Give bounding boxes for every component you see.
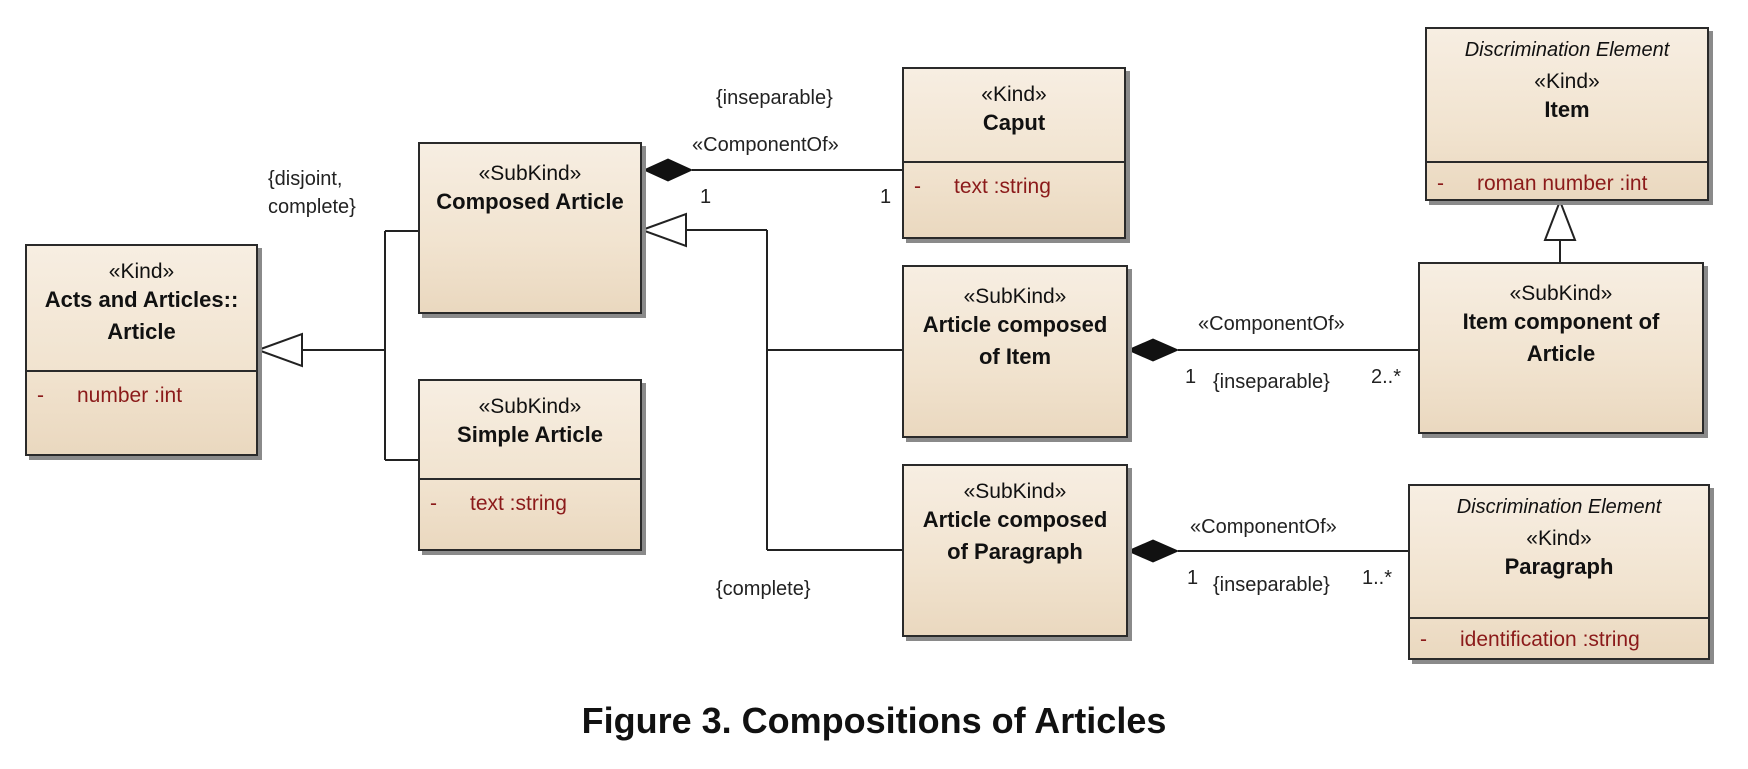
label-inseparable-item: {inseparable} bbox=[1213, 371, 1330, 393]
composition-diamond-caput bbox=[642, 158, 694, 182]
article-item-name-line2: of Item bbox=[978, 344, 1052, 369]
article-paragraph-name-line2: of Paragraph bbox=[947, 539, 1083, 564]
item-attr: roman number :int bbox=[1477, 172, 1648, 195]
class-article-composed-of-item[interactable]: «SubKind» Article composed of Item bbox=[902, 265, 1128, 438]
label-disjoint-line1: {disjoint, bbox=[268, 168, 343, 190]
simple-article-stereotype: «SubKind» bbox=[478, 395, 582, 418]
simple-article-attr: text :string bbox=[470, 492, 567, 515]
label-mult-paragraph-part: 1..* bbox=[1362, 567, 1393, 589]
label-mult-composed: 1 bbox=[700, 186, 712, 208]
paragraph-discrimination-label: Discrimination Element bbox=[1456, 496, 1662, 518]
article-paragraph-name-line1: Article composed bbox=[922, 507, 1108, 532]
item-component-name-line2: Article bbox=[1526, 341, 1596, 366]
figure-caption: Figure 3. Compositions of Articles bbox=[581, 700, 1167, 741]
label-inseparable-caput: {inseparable} bbox=[716, 87, 833, 109]
item-stereotype: «Kind» bbox=[1534, 70, 1600, 93]
article-name-line1: Acts and Articles:: bbox=[44, 287, 239, 312]
label-inseparable-paragraph: {inseparable} bbox=[1213, 574, 1330, 596]
generalization-arrow-article bbox=[255, 332, 303, 368]
composition-diamond-paragraph bbox=[1126, 539, 1180, 563]
label-mult-item-whole: 1 bbox=[1185, 366, 1197, 388]
article-name-line2: Article bbox=[107, 319, 176, 344]
article-item-name-line1: Article composed bbox=[922, 312, 1108, 337]
paragraph-stereotype: «Kind» bbox=[1526, 527, 1592, 550]
label-componentof-paragraph: «ComponentOf» bbox=[1190, 516, 1337, 538]
item-component-stereotype: «SubKind» bbox=[1509, 282, 1613, 305]
class-item[interactable]: Discrimination Element «Kind» Item - roma… bbox=[1425, 27, 1709, 201]
label-componentof-caput: «ComponentOf» bbox=[692, 134, 839, 156]
caput-name: Caput bbox=[982, 110, 1046, 135]
caput-attributes: - text :string bbox=[904, 161, 1124, 199]
label-mult-caput: 1 bbox=[880, 186, 892, 208]
item-attributes: - roman number :int bbox=[1427, 161, 1707, 196]
article-paragraph-stereotype: «SubKind» bbox=[963, 480, 1067, 503]
item-name: Item bbox=[1544, 97, 1590, 122]
caput-attr: text :string bbox=[954, 175, 1051, 198]
paragraph-attributes: - identification :string bbox=[1410, 617, 1708, 652]
composed-article-name: Composed Article bbox=[436, 189, 624, 214]
caput-stereotype: «Kind» bbox=[981, 83, 1047, 106]
simple-article-name: Simple Article bbox=[457, 422, 603, 447]
item-attr-visibility: - bbox=[1437, 172, 1444, 195]
caput-attr-visibility: - bbox=[914, 175, 921, 198]
composed-article-stereotype: «SubKind» bbox=[478, 162, 582, 185]
article-attributes: - number :int bbox=[27, 370, 256, 408]
generalization-arrow-composed bbox=[639, 212, 687, 248]
class-composed-article[interactable]: «SubKind» Composed Article bbox=[418, 142, 642, 314]
class-item-component-of-article[interactable]: «SubKind» Item component of Article bbox=[1418, 262, 1704, 434]
simple-article-attributes: - text :string bbox=[420, 478, 640, 516]
article-item-stereotype: «SubKind» bbox=[963, 285, 1067, 308]
article-attr-visibility: - bbox=[37, 384, 44, 407]
article-stereotype: «Kind» bbox=[108, 260, 175, 283]
class-paragraph[interactable]: Discrimination Element «Kind» Paragraph … bbox=[1408, 484, 1710, 660]
simple-article-attr-visibility: - bbox=[430, 492, 437, 515]
label-mult-paragraph-whole: 1 bbox=[1187, 567, 1199, 589]
item-component-name-line1: Item component of bbox=[1462, 309, 1660, 334]
paragraph-attr-visibility: - bbox=[1420, 628, 1427, 651]
paragraph-name: Paragraph bbox=[1504, 554, 1614, 579]
item-discrimination-label: Discrimination Element bbox=[1464, 39, 1670, 61]
composition-diamond-item bbox=[1126, 338, 1180, 362]
class-simple-article[interactable]: «SubKind» Simple Article - text :string bbox=[418, 379, 642, 551]
paragraph-attr: identification :string bbox=[1460, 628, 1640, 651]
label-mult-item-part: 2..* bbox=[1371, 366, 1402, 388]
class-article[interactable]: «Kind» Acts and Articles:: Article - numb… bbox=[25, 244, 258, 456]
article-attr: number :int bbox=[77, 384, 183, 407]
class-article-composed-of-paragraph[interactable]: «SubKind» Article composed of Paragraph bbox=[902, 464, 1128, 637]
class-caput[interactable]: «Kind» Caput - text :string bbox=[902, 67, 1126, 239]
label-disjoint-line2: complete} bbox=[268, 196, 356, 218]
label-componentof-item: «ComponentOf» bbox=[1198, 313, 1345, 335]
generalization-arrow-item bbox=[1543, 198, 1577, 241]
label-complete: {complete} bbox=[716, 578, 811, 600]
